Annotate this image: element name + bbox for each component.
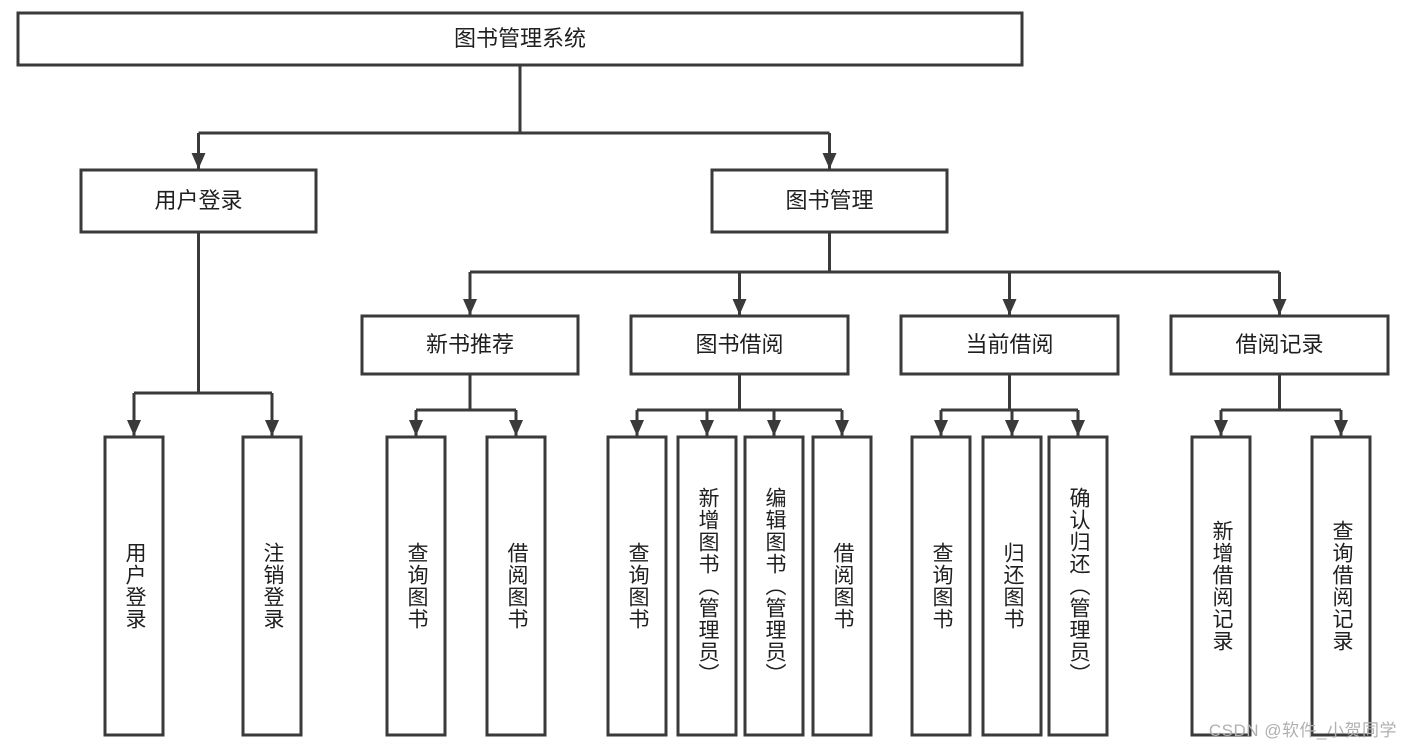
level3-node-2-rect	[899, 314, 1120, 376]
leaf-node-2[interactable]	[385, 435, 447, 737]
leafgroup-1-arrow-0	[409, 420, 423, 436]
leaf-node-7-rect	[811, 435, 873, 737]
leafgroup-4-arrow-0	[1214, 420, 1228, 436]
level2-node-1-label: 图书管理	[785, 188, 873, 213]
root-arrow-1	[822, 153, 837, 169]
book-management-arrow-0	[463, 299, 477, 315]
leafgroup-3-arrow-0	[934, 420, 948, 436]
level2-node-0-rect	[79, 168, 318, 234]
leaf-node-1-rect	[241, 435, 303, 737]
leaf-node-12[interactable]	[1310, 435, 1372, 737]
root-node-book-management-system-rect	[16, 11, 1024, 67]
leaf-node-9[interactable]	[981, 435, 1043, 737]
leaf-node-10[interactable]	[1047, 435, 1109, 737]
leafgroup-3-arrow-2	[1071, 420, 1085, 436]
level3-node-1-label: 图书借阅	[695, 332, 783, 357]
leaf-node-7[interactable]	[811, 435, 873, 737]
leaf-node-9-rect	[981, 435, 1043, 737]
level3-node-3-rect	[1169, 314, 1390, 376]
level3-node-1[interactable]: 图书借阅	[629, 314, 850, 376]
watermark-text: CSDN @软件_小贺同学	[1208, 721, 1397, 740]
level2-node-0-label: 用户登录	[154, 188, 242, 213]
level2-node-1-rect	[710, 168, 949, 234]
leaf-node-3-rect	[485, 435, 547, 737]
leafgroup-4-arrow-1	[1334, 420, 1348, 436]
level3-node-1-rect	[629, 314, 850, 376]
book-management-arrow-3	[1272, 299, 1287, 315]
leaf-node-11-rect	[1190, 435, 1252, 737]
leafgroup-2-arrow-2	[767, 420, 781, 436]
level3-node-3-label: 借阅记录	[1235, 332, 1323, 357]
level2-node-0[interactable]: 用户登录	[79, 168, 318, 234]
book-management-arrow-1	[732, 299, 747, 315]
leaf-node-8[interactable]	[910, 435, 972, 737]
book-management-arrow-2	[1002, 299, 1017, 315]
leafgroup-0-arrow-0	[127, 420, 141, 436]
leaf-node-11[interactable]	[1190, 435, 1252, 737]
leaf-node-4[interactable]	[606, 435, 668, 737]
level2-node-1[interactable]: 图书管理	[710, 168, 949, 234]
leaf-node-3[interactable]	[485, 435, 547, 737]
leaf-node-6-rect	[743, 435, 805, 737]
root-node-book-management-system-label: 图书管理系统	[454, 26, 586, 51]
leaf-node-8-rect	[910, 435, 972, 737]
leafgroup-2-arrow-1	[700, 420, 714, 436]
leafgroup-2-arrow-3	[835, 420, 849, 436]
leafgroup-2-arrow-0	[630, 420, 644, 436]
level3-node-0-label: 新书推荐	[426, 332, 514, 357]
leaf-node-0[interactable]	[103, 435, 165, 737]
level3-node-3[interactable]: 借阅记录	[1169, 314, 1390, 376]
leaf-node-2-rect	[385, 435, 447, 737]
root-node-book-management-system[interactable]: 图书管理系统	[16, 11, 1024, 67]
leafgroup-0-arrow-1	[265, 420, 279, 436]
leaf-node-5-rect	[676, 435, 738, 737]
leaf-node-12-rect	[1310, 435, 1372, 737]
leaf-node-10-rect	[1047, 435, 1109, 737]
leafgroup-3-arrow-1	[1005, 420, 1019, 436]
leaf-node-0-rect	[103, 435, 165, 737]
level3-node-2-label: 当前借阅	[965, 332, 1053, 357]
leaf-node-5[interactable]	[676, 435, 738, 737]
leaf-node-6[interactable]	[743, 435, 805, 737]
root-arrow-0	[191, 153, 206, 169]
leaf-node-1[interactable]	[241, 435, 303, 737]
connectors-layer	[127, 65, 1348, 436]
level3-node-2[interactable]: 当前借阅	[899, 314, 1120, 376]
level3-node-0[interactable]: 新书推荐	[360, 314, 580, 376]
leaf-node-4-rect	[606, 435, 668, 737]
level3-node-0-rect	[360, 314, 580, 376]
leafgroup-1-arrow-1	[509, 420, 523, 436]
